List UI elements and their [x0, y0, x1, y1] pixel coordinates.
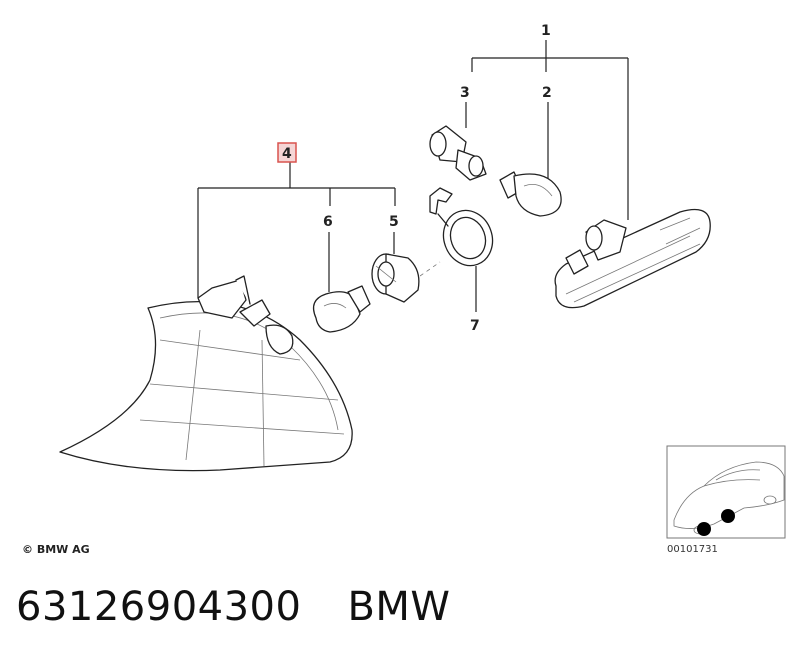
copyright-text: © BMW AG: [22, 543, 90, 556]
callout-4-highlight: [277, 142, 297, 163]
bulb-part-6: [312, 285, 371, 333]
location-dot-left: [697, 522, 711, 536]
part-number: 63126904300: [16, 584, 302, 630]
vehicle-location-thumbnail: [666, 445, 786, 539]
diagram-id: 00101731: [667, 544, 718, 555]
callout-3: 3: [460, 85, 470, 101]
callout-2: 2: [542, 85, 552, 101]
gasket-part-7: [429, 187, 494, 267]
callout-4: 4: [282, 146, 292, 162]
side-marker-part-1: [554, 208, 711, 309]
callout-1: 1: [541, 23, 551, 39]
callout-7: 7: [470, 318, 480, 334]
brand-name: BMW: [347, 584, 451, 630]
footer-caption: 63126904300 BMW: [16, 584, 450, 630]
socket-part-3: [429, 125, 487, 181]
callout-6: 6: [323, 214, 333, 230]
socket-part-5: [371, 253, 441, 303]
location-dot-right: [721, 509, 735, 523]
callout-5: 5: [389, 214, 399, 230]
bulb-part-2: [499, 171, 562, 217]
turn-signal-housing: [59, 275, 353, 472]
